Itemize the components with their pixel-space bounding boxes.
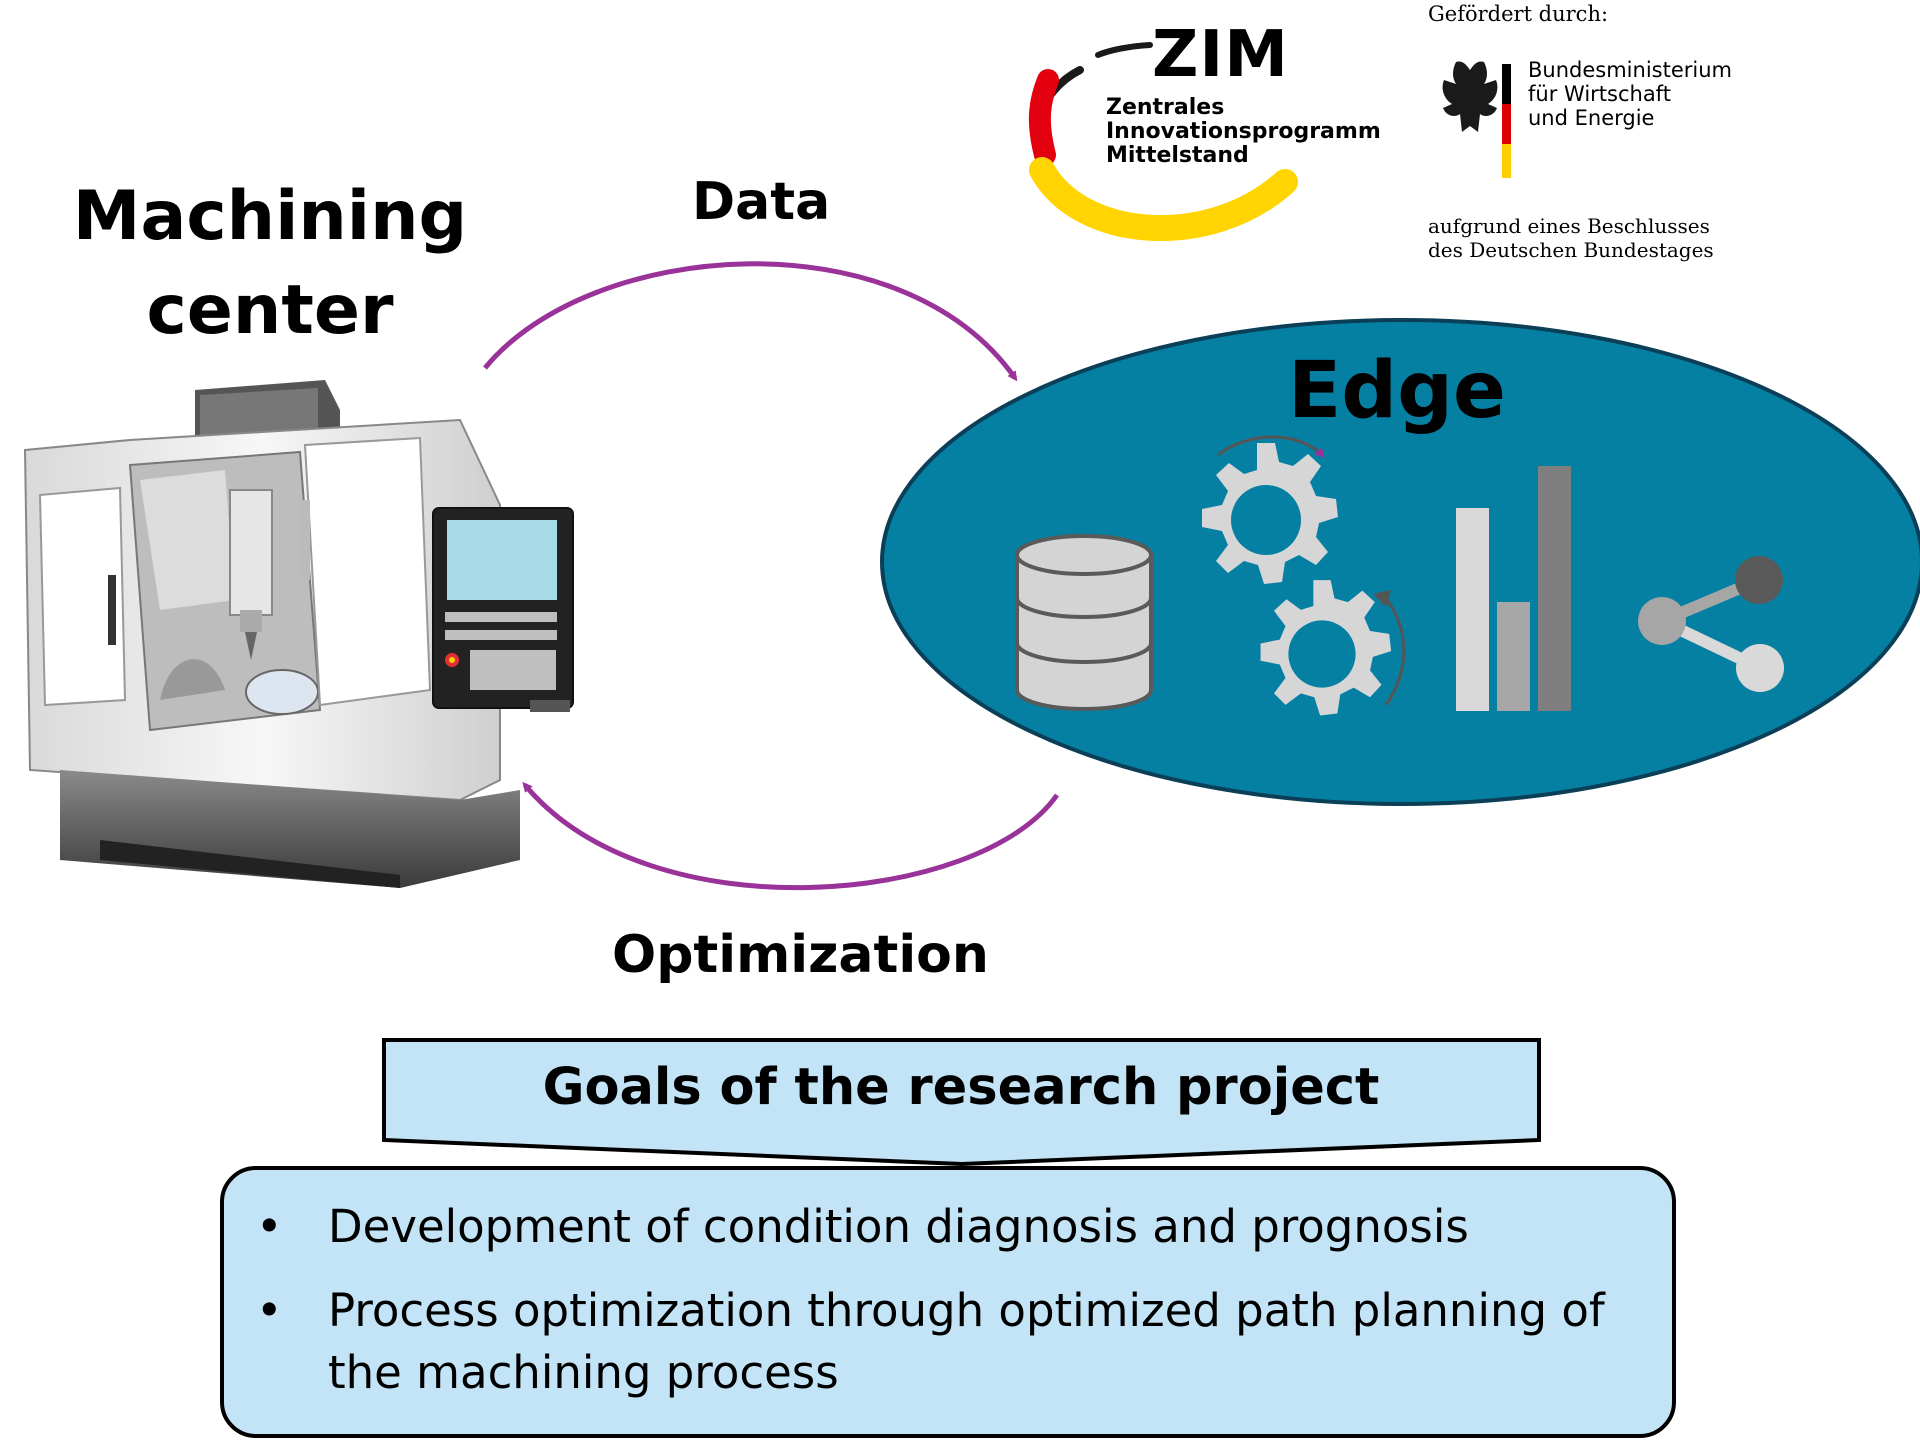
optimization-flow-label: Optimization — [612, 925, 989, 985]
optimization-arrow — [522, 781, 1060, 890]
machining-center-illustration — [23, 380, 574, 888]
data-flow-label: Data — [692, 172, 831, 232]
ministry-name-line: Bundesministerium — [1528, 58, 1732, 82]
bundestag-note-line: aufgrund eines Beschlusses — [1428, 214, 1710, 238]
database-icon — [1015, 534, 1153, 711]
zim-logo-subtitle: Zentrales Innovationsprogramm Mittelstan… — [1106, 96, 1381, 168]
federal-eagle-icon — [1442, 61, 1498, 133]
goals-header-title: Goals of the research project — [542, 1058, 1380, 1117]
zim-subtitle-line: Innovationsprogramm — [1106, 119, 1381, 144]
goal-item-line: Process optimization through optimized p… — [328, 1284, 1605, 1337]
zim-logo-name: ZIM — [1152, 18, 1289, 92]
edge-title: Edge — [1288, 346, 1506, 436]
goal-item: • Development of condition diagnosis and… — [222, 1196, 1662, 1258]
data-arrow — [483, 261, 1018, 382]
goal-item: • Process optimization through optimized… — [222, 1280, 1662, 1404]
goal-item-line: the machining process — [328, 1346, 839, 1399]
ministry-name: Bundesministerium für Wirtschaft und Ene… — [1528, 58, 1732, 130]
gears-icon — [1202, 435, 1406, 716]
zim-logo-icon — [1028, 42, 1298, 242]
zim-subtitle-line: Mittelstand — [1106, 143, 1249, 168]
ministry-name-line: für Wirtschaft — [1528, 82, 1671, 106]
german-flag-bar — [1502, 64, 1511, 178]
bullet-icon: • — [256, 1284, 283, 1337]
machining-center-title: Machining center — [72, 177, 468, 350]
bundestag-note-line: des Deutschen Bundestages — [1428, 238, 1714, 262]
bullet-icon: • — [256, 1200, 283, 1253]
bar-chart-icon — [1456, 466, 1571, 711]
goal-item-line: Development of condition diagnosis and p… — [328, 1200, 1469, 1253]
share-icon — [1638, 556, 1784, 692]
zim-subtitle-line: Zentrales — [1106, 95, 1225, 120]
goals-list: • Development of condition diagnosis and… — [222, 1196, 1662, 1426]
bundestag-note: aufgrund eines Beschlusses des Deutschen… — [1428, 214, 1714, 262]
ministry-name-line: und Energie — [1528, 106, 1655, 130]
goals-header-banner — [382, 1038, 1541, 1167]
goals-box — [220, 1166, 1676, 1438]
funding-label: Gefördert durch: — [1428, 2, 1609, 26]
